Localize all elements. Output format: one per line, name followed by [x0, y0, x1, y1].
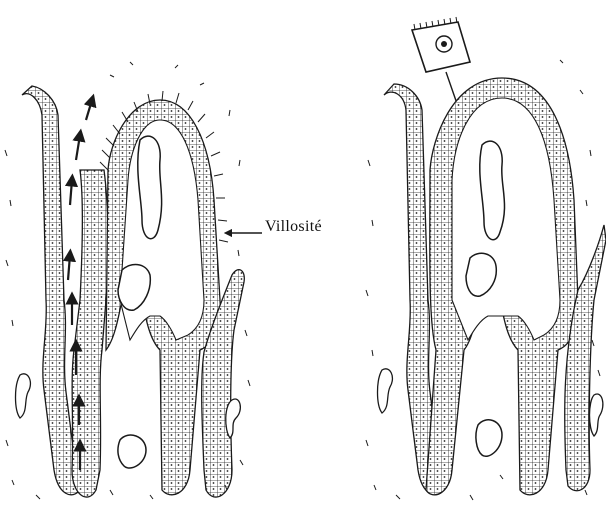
right-panel — [366, 17, 606, 500]
capillary — [590, 394, 603, 436]
left-epithelium-outer — [22, 86, 80, 495]
capillary — [16, 374, 31, 418]
capillary — [378, 369, 393, 413]
capillary — [476, 420, 502, 457]
left-crypt-wall — [72, 170, 108, 497]
capillary — [226, 399, 241, 438]
capillary — [138, 136, 162, 239]
villosite-label: Villosité — [265, 218, 322, 236]
capillary — [480, 141, 505, 240]
capillary — [118, 435, 146, 468]
left-panel — [5, 62, 250, 499]
